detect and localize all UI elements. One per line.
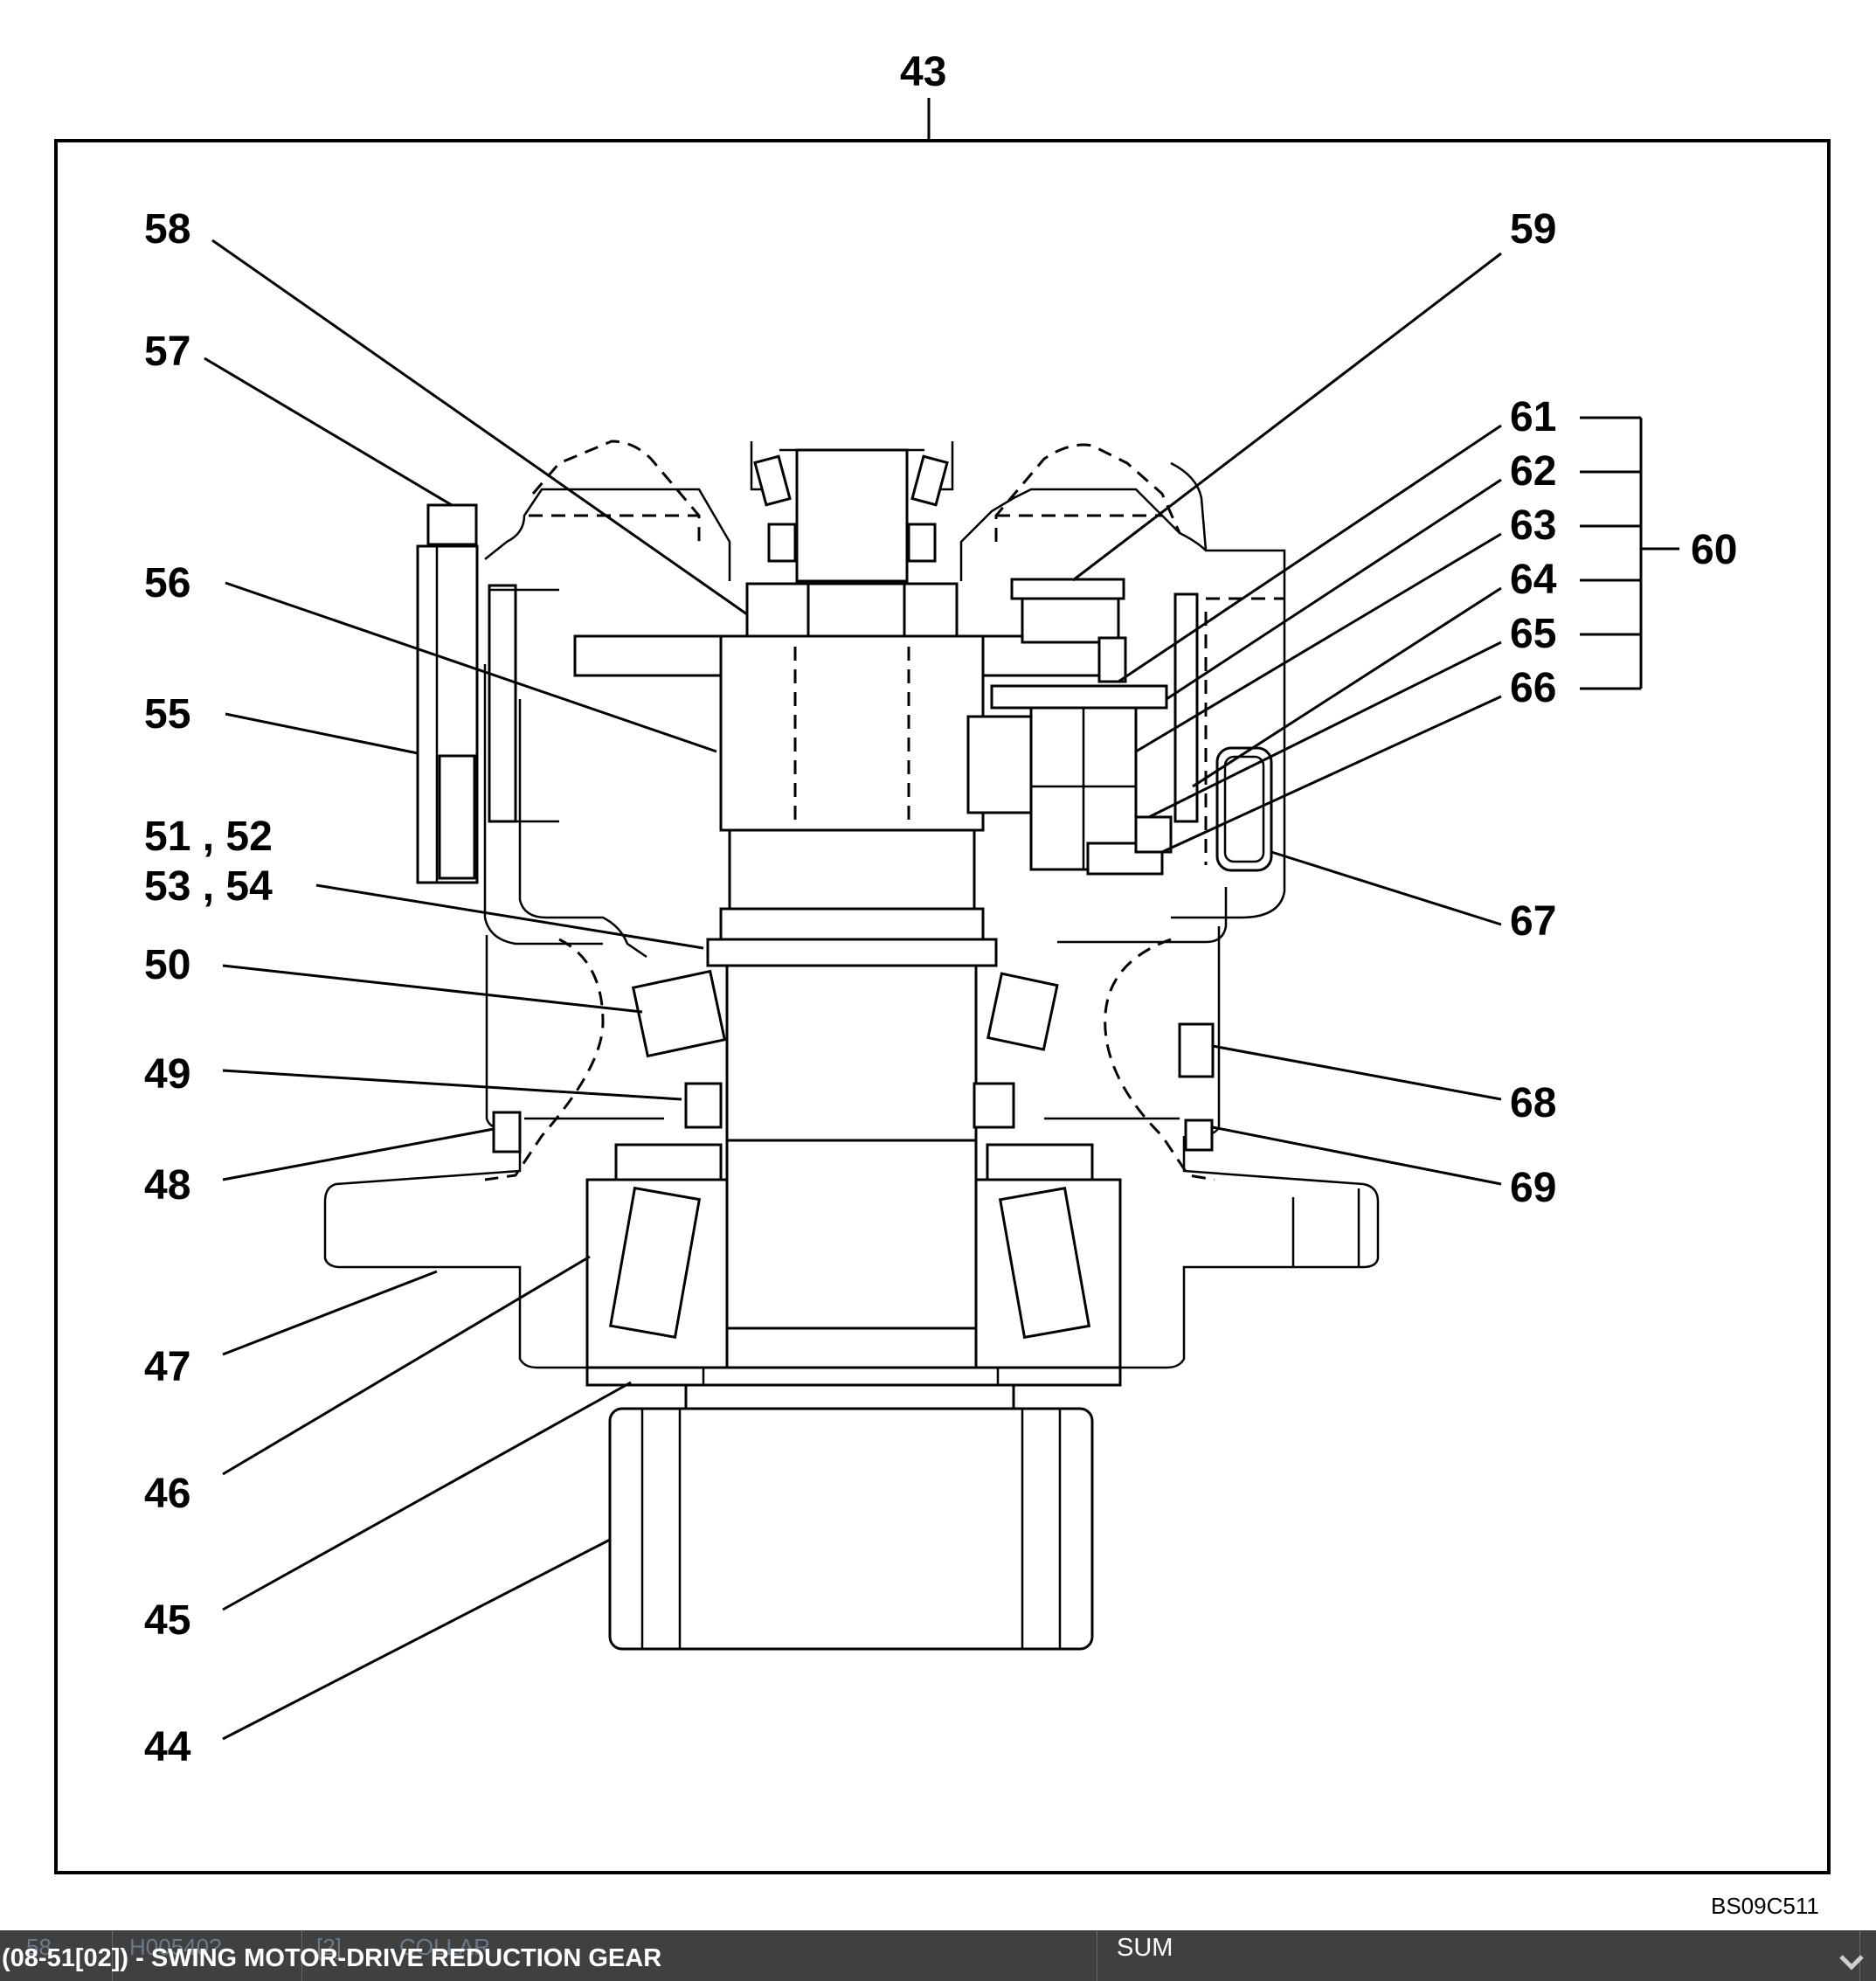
footer-separator [112, 1930, 113, 1981]
callout-45[interactable]: 45 [144, 1597, 190, 1644]
footer-title: (08-51[02]) - SWING MOTOR-DRIVE REDUCTIO… [2, 1944, 662, 1972]
footer-bar: 58 H00540? [2] COLLAR (08-51[02]) - SWIN… [0, 1930, 1876, 1981]
callout-59[interactable]: 59 [1510, 206, 1556, 253]
callout-50[interactable]: 50 [144, 942, 190, 988]
callout-56[interactable]: 56 [144, 560, 190, 606]
gearbox-drawing [323, 440, 1380, 1651]
callout-62[interactable]: 62 [1510, 448, 1556, 495]
chevron-down-icon[interactable] [1838, 1948, 1865, 1974]
callout-64[interactable]: 64 [1510, 557, 1557, 603]
callout-67[interactable]: 67 [1510, 898, 1556, 945]
callout-51-52[interactable]: 51 , 52 [144, 814, 273, 860]
ghost-row-qty: [2] [316, 1934, 342, 1960]
callout-60-bracket [1580, 416, 1679, 690]
leader-lines [204, 239, 1502, 1741]
callout-66[interactable]: 66 [1510, 665, 1556, 711]
callout-48[interactable]: 48 [144, 1162, 190, 1209]
ghost-row-item-no: 58 [26, 1934, 52, 1960]
callout-49[interactable]: 49 [144, 1051, 190, 1098]
callout-53-54[interactable]: 53 , 54 [144, 863, 273, 910]
callout-60[interactable]: 60 [1691, 527, 1737, 573]
callout-57[interactable]: 57 [144, 329, 190, 375]
callout-65[interactable]: 65 [1510, 611, 1556, 657]
callout-61[interactable]: 61 [1510, 394, 1556, 440]
drawing-code: BS09C511 [1711, 1893, 1819, 1919]
ghost-row-description: COLLAR [399, 1934, 491, 1960]
callout-46[interactable]: 46 [144, 1471, 190, 1517]
parts-diagram: 43 [54, 49, 1831, 1919]
ghost-row-part-no: H00540? [129, 1934, 222, 1960]
callout-58[interactable]: 58 [144, 206, 190, 253]
footer-separator [301, 1930, 302, 1981]
callout-44[interactable]: 44 [144, 1724, 191, 1770]
diagram-frame [54, 139, 1831, 1874]
callout-47[interactable]: 47 [144, 1344, 190, 1390]
callout-69[interactable]: 69 [1510, 1165, 1556, 1211]
callout-63[interactable]: 63 [1510, 502, 1556, 549]
footer-sum-label: SUM [1117, 1934, 1173, 1962]
callout-43[interactable]: 43 [900, 49, 946, 95]
callout-55[interactable]: 55 [144, 691, 190, 738]
callout-68[interactable]: 68 [1510, 1080, 1556, 1126]
